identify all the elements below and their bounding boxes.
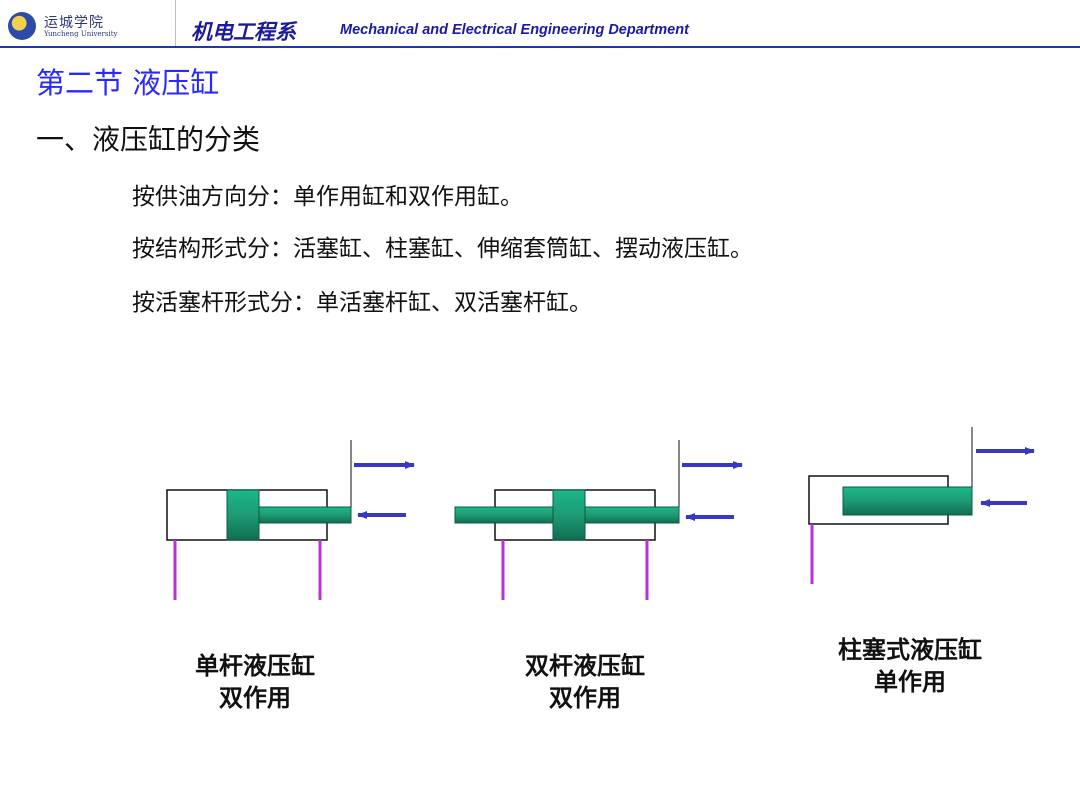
classification-line-rod: 按活塞杆形式分：单活塞杆缸、双活塞杆缸。 [132,290,592,316]
section-title: 第二节 液压缸 [36,66,220,100]
logo-emblem-icon [8,12,36,40]
caption-single-rod: 单杆液压缸 双作用 [160,650,350,714]
double-rod-cylinder [454,440,743,600]
logo-name: 运城学院 [44,15,104,31]
caption-action: 双作用 [219,684,291,712]
caption-action: 双作用 [549,684,621,712]
header-bar: 运城学院 Yuncheng University 机电工程系 Mechanica… [0,0,1080,50]
caption-plunger: 柱塞式液压缸 单作用 [800,634,1020,698]
classification-line-structure: 按结构形式分：活塞缸、柱塞缸、伸缩套筒缸、摆动液压缸。 [132,236,753,262]
department-name-en: Mechanical and Electrical Engineering De… [340,22,689,38]
plunger-cylinder [808,427,1035,584]
single-rod-cylinder [166,440,415,600]
caption-type: 单杆液压缸 [195,652,315,680]
logo-subtitle: Yuncheng University [44,30,118,38]
university-logo: 运城学院 Yuncheng University [8,12,148,46]
department-name-cn: 机电工程系 [191,20,296,44]
caption-type: 柱塞式液压缸 [838,636,982,664]
subsection-heading: 一、液压缸的分类 [36,123,261,156]
classification-line-supply: 按供油方向分：单作用缸和双作用缸。 [132,184,523,210]
header-separator [175,0,176,46]
caption-action: 单作用 [874,668,946,696]
caption-double-rod: 双杆液压缸 双作用 [480,650,690,714]
plunger [842,486,973,516]
cylinder-diagrams [166,427,1035,600]
piston [552,489,586,541]
piston [226,489,260,541]
caption-type: 双杆液压缸 [525,652,645,680]
piston-rod [258,506,352,524]
header-rule [0,46,1080,48]
